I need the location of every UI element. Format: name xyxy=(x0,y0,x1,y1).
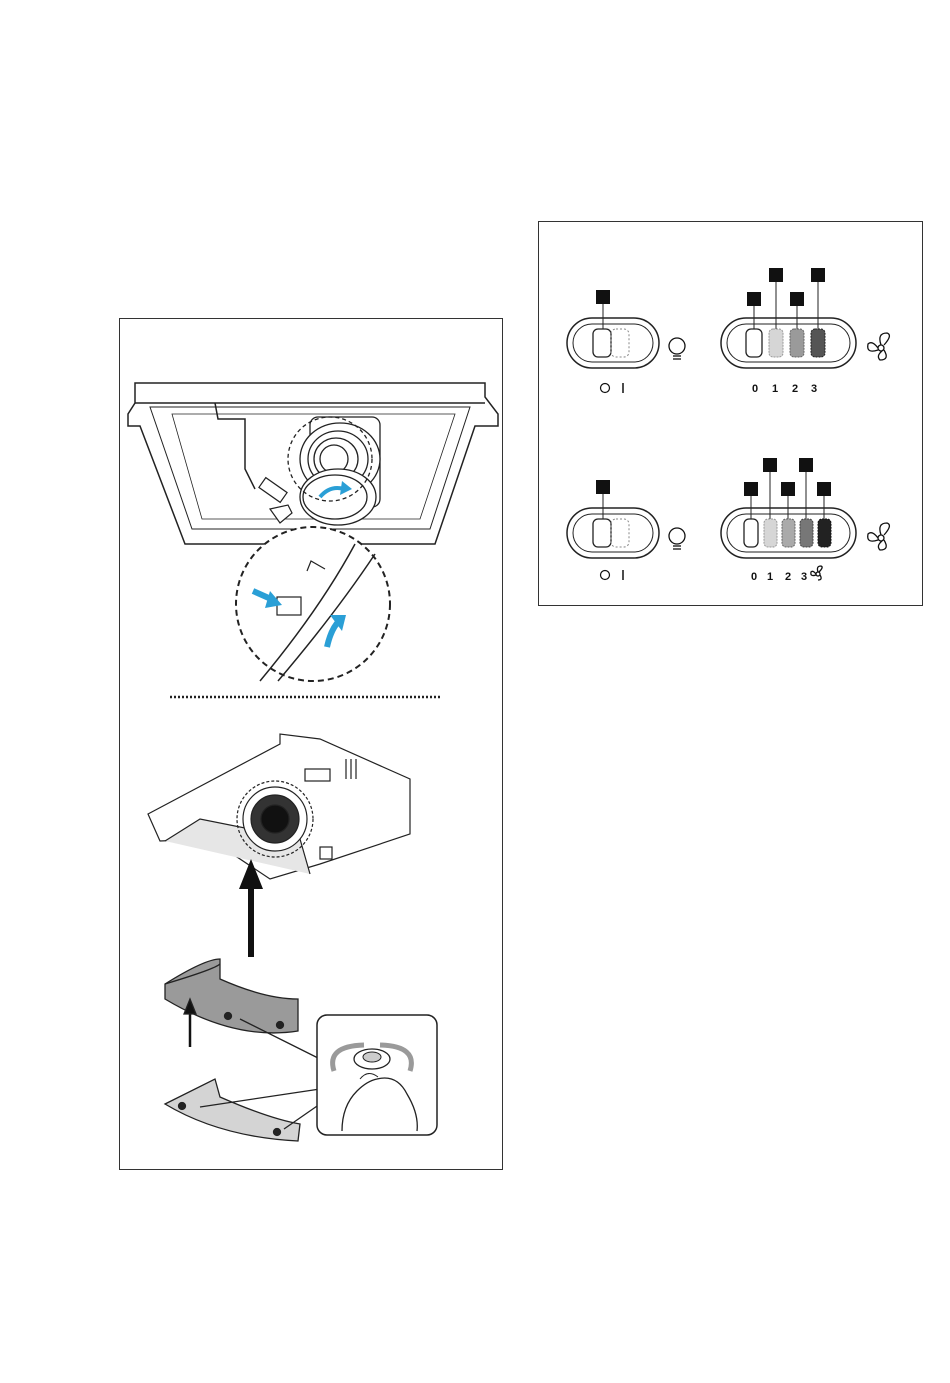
callout-box xyxy=(747,292,761,306)
detail-zoom-circle xyxy=(236,527,390,681)
callout-box xyxy=(790,292,804,306)
installation-figure xyxy=(119,318,503,1170)
fan-marks-top: 0 1 2 3 xyxy=(752,383,817,395)
callout-box xyxy=(763,458,777,472)
callout-box xyxy=(781,482,795,496)
controls-drawing: 0 1 2 3 xyxy=(539,222,922,605)
fan-icon xyxy=(868,523,890,550)
off-mark-icon xyxy=(601,571,610,580)
fan-mark-0: 0 xyxy=(752,383,758,395)
callout-box xyxy=(817,482,831,496)
installation-drawing xyxy=(120,319,502,1169)
light-bulb-icon xyxy=(669,338,685,359)
callout-box xyxy=(799,458,813,472)
fan-icon xyxy=(868,333,890,360)
light-bulb-icon xyxy=(669,528,685,549)
fan-switch-top[interactable] xyxy=(721,268,856,368)
fan-switch-bottom[interactable] xyxy=(721,458,856,558)
inset-knob-detail xyxy=(317,1015,437,1135)
grease-filter xyxy=(165,959,320,1141)
fan-mark-0: 0 xyxy=(751,571,757,583)
fan-mark-2: 2 xyxy=(792,383,798,395)
fan-mark-1: 1 xyxy=(772,383,778,395)
callout-box xyxy=(596,480,610,494)
controls-figure: 0 1 2 3 xyxy=(538,221,923,606)
light-switch-top[interactable] xyxy=(567,290,659,368)
callout-box xyxy=(596,290,610,304)
fan-mark-3: 3 xyxy=(801,571,807,583)
callout-box xyxy=(744,482,758,496)
install-arrow-icon xyxy=(239,859,263,957)
fan-marks-bottom: 0 1 2 3 xyxy=(751,571,807,583)
fan-mark-2: 2 xyxy=(785,571,791,583)
callout-box xyxy=(769,268,783,282)
fan-mark-1: 1 xyxy=(767,571,773,583)
callout-box xyxy=(811,268,825,282)
fan-boost-icon xyxy=(811,566,822,580)
off-mark-icon xyxy=(601,384,610,393)
light-switch-bottom[interactable] xyxy=(567,480,659,558)
fan-mark-3: 3 xyxy=(811,383,817,395)
hood-underside xyxy=(148,734,410,879)
